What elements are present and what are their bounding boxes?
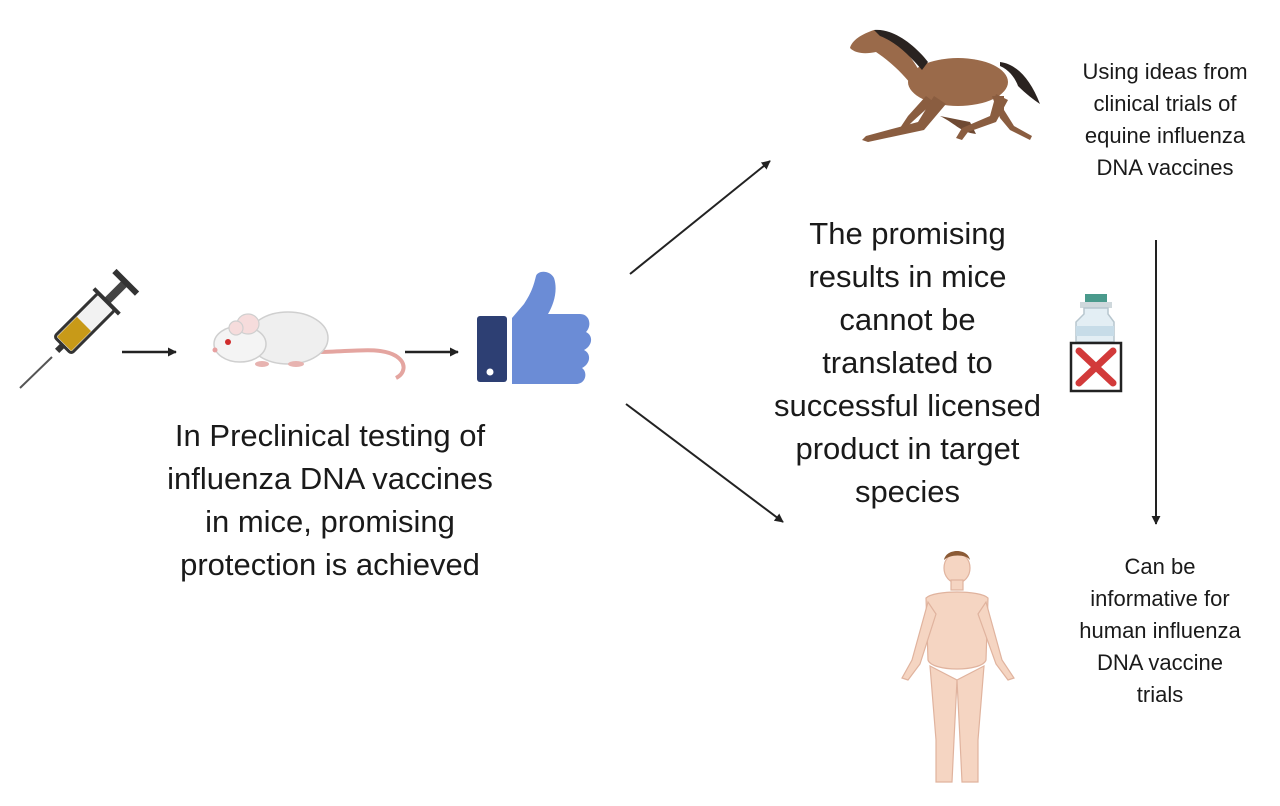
mouse-icon bbox=[212, 311, 406, 380]
preclinical-description: In Preclinical testing of influenza DNA … bbox=[167, 418, 493, 582]
arrow-to-human bbox=[625, 403, 784, 523]
human-figure-icon bbox=[901, 551, 1015, 783]
horse-icon bbox=[850, 29, 1040, 142]
vaccine-vial-icon bbox=[1075, 294, 1115, 343]
thumbs-up-icon bbox=[477, 271, 592, 384]
equine-trials-text: Using ideas from clinical trials of equi… bbox=[1082, 59, 1248, 180]
human-trials-text: Can be informative for human influenza D… bbox=[1079, 554, 1241, 707]
syringe-icon bbox=[19, 268, 140, 389]
red-x-icon bbox=[1069, 341, 1123, 393]
arrow-to-horse bbox=[629, 160, 771, 275]
translation-limitation-text: The promising results in mice cannot be … bbox=[773, 216, 1042, 509]
